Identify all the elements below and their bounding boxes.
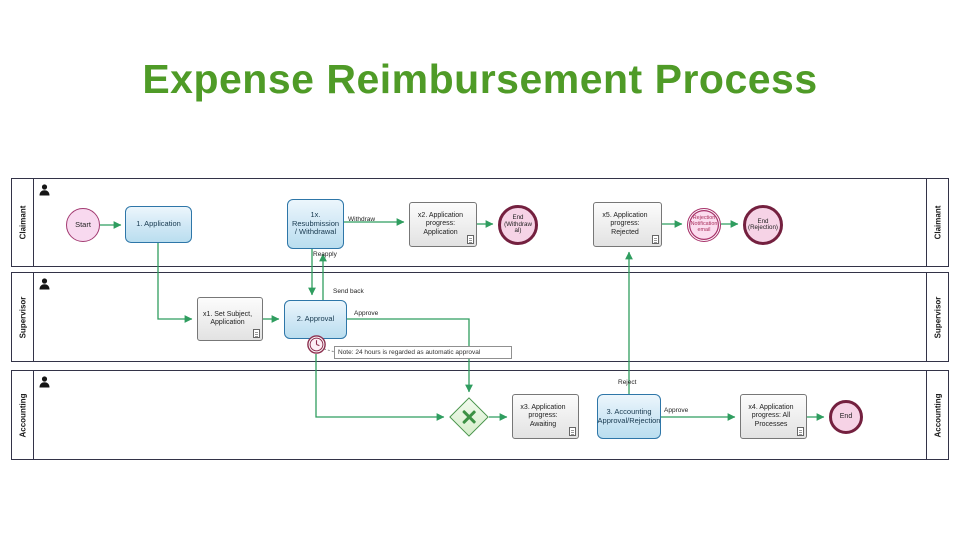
- data-x3-label: x3. Application progress: Awaiting: [520, 404, 566, 428]
- lane-accounting-label-text-right: Accounting: [933, 393, 942, 437]
- end-event-final: End: [829, 400, 863, 434]
- data-x4-label: x4. Application progress: All Processes: [748, 404, 794, 428]
- document-icon: [797, 427, 804, 436]
- task-application: 1. Application: [125, 206, 192, 243]
- data-x5-progress-rejected: x5. Application progress: Rejected: [593, 202, 662, 247]
- data-x5-label: x5. Application progress: Rejected: [602, 212, 648, 236]
- document-icon: [467, 235, 474, 244]
- end-event-rejection: End (Rejection): [743, 205, 783, 245]
- data-x1-label: x1. Set Subject, Application: [202, 310, 253, 326]
- lane-claimant-label-text: Claimant: [18, 205, 28, 240]
- data-x2-progress-application: x2. Application progress: Application: [409, 202, 477, 247]
- data-x3-progress-awaiting: x3. Application progress: Awaiting: [512, 394, 579, 439]
- task-resubmission-withdrawal: 1x. Resubmission / Withdrawal: [287, 199, 344, 249]
- lane-supervisor-label-left: Supervisor: [12, 273, 34, 361]
- data-x2-label: x2. Application progress: Application: [417, 212, 464, 236]
- lane-supervisor-label-text: Supervisor: [18, 296, 28, 338]
- edge-label-send-back: Send back: [333, 288, 364, 295]
- person-icon-supervisor: [39, 277, 50, 295]
- lane-supervisor-label-right: Supervisor: [926, 273, 948, 361]
- person-icon-accounting: [39, 375, 50, 393]
- process-diagram: Claimant Claimant Supervisor Supervisor …: [11, 178, 949, 462]
- person-icon-claimant: [39, 183, 50, 201]
- note-automatic-approval: Note: 24 hours is regarded as automatic …: [334, 346, 512, 359]
- data-x4-progress-all-processes: x4. Application progress: All Processes: [740, 394, 807, 439]
- start-event: Start: [66, 208, 100, 242]
- lane-claimant-label-left: Claimant: [12, 179, 34, 266]
- clock-icon: [307, 335, 326, 354]
- message-event-rejection-notification: Rejection Notification email: [687, 208, 721, 242]
- page-title: Expense Reimbursement Process: [142, 56, 818, 102]
- lane-supervisor-label-text-right: Supervisor: [933, 296, 943, 338]
- document-icon: [253, 329, 260, 338]
- lane-claimant-label-text-right: Claimant: [933, 205, 943, 240]
- data-x1-set-subject-application: x1. Set Subject, Application: [197, 297, 263, 341]
- lane-claimant-label-right: Claimant: [926, 179, 948, 266]
- document-icon: [652, 235, 659, 244]
- edge-label-withdraw: Withdraw: [348, 216, 376, 223]
- exclusive-gateway: [449, 397, 489, 437]
- lane-accounting-label-right: Accounting: [926, 371, 948, 459]
- document-icon: [569, 427, 576, 436]
- timer-boundary-event: [307, 335, 326, 359]
- lane-accounting-label-left: Accounting: [12, 371, 34, 459]
- edge-label-reapply: Reapply: [313, 251, 337, 258]
- edge-label-approve-accounting: Approve: [664, 407, 689, 414]
- edge-label-approve-supervisor: Approve: [354, 310, 379, 317]
- end-event-withdrawal: End (Withdrawal): [498, 205, 538, 245]
- lane-accounting-label-text: Accounting: [18, 393, 27, 437]
- edge-label-reject: Reject: [618, 379, 637, 386]
- task-approval: 2. Approval: [284, 300, 347, 339]
- task-accounting-approval-rejection: 3. Accounting Approval/Rejection: [597, 394, 661, 439]
